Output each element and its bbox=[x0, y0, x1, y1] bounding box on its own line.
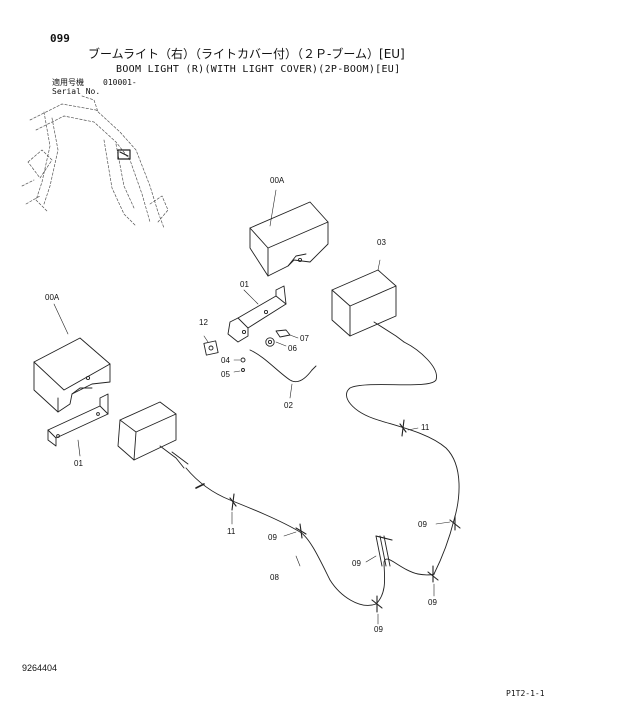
label-harness-main: 08 bbox=[270, 573, 279, 582]
label-cover-upper: 00A bbox=[270, 176, 285, 185]
light-unit-left bbox=[117, 401, 189, 469]
document-number: 9264404 bbox=[22, 663, 58, 673]
label-cover-left: 00A bbox=[45, 293, 60, 302]
title-english: BOOM LIGHT (R)(WITH LIGHT COVER)(2P-BOOM… bbox=[116, 64, 401, 75]
serial-label-japanese: 適用号機 bbox=[52, 78, 84, 87]
light-cover-upper bbox=[249, 189, 329, 277]
light-cover-left bbox=[33, 303, 111, 413]
light-location-marker bbox=[117, 149, 131, 160]
label-clamp-c: 09 bbox=[428, 598, 437, 607]
hardware-group bbox=[203, 329, 299, 373]
label-clip-left: 11 bbox=[227, 527, 236, 536]
bracket-upper bbox=[227, 285, 287, 343]
label-bracket-upper: 01 bbox=[240, 280, 249, 289]
label-nut: 06 bbox=[288, 344, 297, 353]
sheet-number: P1T2-1-1 bbox=[506, 689, 545, 698]
label-harness-short: 02 bbox=[284, 401, 293, 410]
light-unit-right bbox=[331, 259, 405, 343]
label-clip-right: 11 bbox=[421, 423, 430, 432]
excavator-thumbnail bbox=[21, 95, 169, 229]
clamps bbox=[295, 515, 461, 613]
label-clamp-e: 09 bbox=[352, 559, 361, 568]
label-clamp-a: 09 bbox=[268, 533, 277, 542]
label-bracket-left: 01 bbox=[74, 459, 83, 468]
label-block: 12 bbox=[199, 318, 208, 327]
harness-short bbox=[249, 349, 317, 399]
page-number: 099 bbox=[50, 32, 70, 45]
bracket-left bbox=[47, 393, 109, 457]
label-clamp-b: 09 bbox=[418, 520, 427, 529]
clips bbox=[229, 419, 419, 525]
title-japanese: ブームライト（右）（ライトカバー付）（２Ｐ-ブーム）[EU] bbox=[88, 47, 405, 61]
label-clamp-d: 09 bbox=[374, 625, 383, 634]
serial-value: 010001- bbox=[103, 78, 137, 87]
leader-lines bbox=[283, 521, 451, 625]
label-bolt: 05 bbox=[221, 370, 230, 379]
serial-label-english: Serial No. bbox=[52, 87, 101, 96]
label-washer: 04 bbox=[221, 356, 230, 365]
harness-main bbox=[185, 341, 460, 606]
label-light-right: 03 bbox=[377, 238, 386, 247]
label-bolt-07: 07 bbox=[300, 334, 309, 343]
